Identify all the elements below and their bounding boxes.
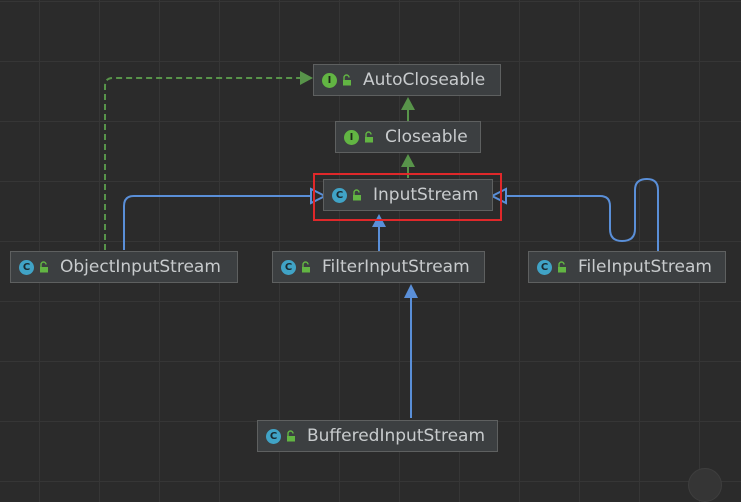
- public-lock-icon: [558, 261, 566, 273]
- node-label: FilterInputStream: [322, 257, 470, 277]
- arrowhead-autocloseable-dashed: [300, 71, 313, 85]
- public-lock-icon: [343, 74, 351, 86]
- arrowhead-inputstream-bottom: [372, 214, 386, 227]
- public-lock-icon: [302, 261, 310, 273]
- node-fileinputstream[interactable]: C FileInputStream: [528, 251, 726, 283]
- arrowhead-closeable: [401, 154, 415, 167]
- node-label: InputStream: [373, 185, 479, 205]
- class-icon: C: [281, 259, 296, 275]
- node-autocloseable[interactable]: I AutoCloseable: [313, 64, 501, 96]
- node-inputstream[interactable]: C InputStream: [323, 179, 493, 211]
- class-icon: C: [19, 259, 34, 275]
- public-lock-icon: [287, 430, 295, 442]
- arrowhead-inputstream-right: [489, 187, 507, 205]
- interface-icon: I: [344, 129, 359, 145]
- class-icon: C: [537, 259, 552, 275]
- node-filterinputstream[interactable]: C FilterInputStream: [272, 251, 485, 283]
- node-objectinputstream[interactable]: C ObjectInputStream: [10, 251, 238, 283]
- edge-objectinputstream-to-inputstream: [123, 195, 311, 250]
- node-closeable[interactable]: I Closeable: [335, 121, 481, 153]
- arrowhead-autocloseable: [401, 97, 415, 110]
- node-label: Closeable: [385, 127, 468, 147]
- node-label: ObjectInputStream: [60, 257, 221, 277]
- interface-icon: I: [322, 72, 337, 88]
- node-bufferedinputstream[interactable]: C BufferedInputStream: [257, 420, 498, 452]
- arrowhead-inputstream-left: [310, 187, 328, 205]
- watermark-logo: [688, 468, 722, 502]
- public-lock-icon: [353, 189, 361, 201]
- class-icon: C: [266, 428, 281, 444]
- class-icon: C: [332, 187, 347, 203]
- arrowhead-filterinputstream: [404, 284, 418, 298]
- public-lock-icon: [40, 261, 48, 273]
- node-label: BufferedInputStream: [307, 426, 486, 446]
- edge-objectinputstream-to-autocloseable: [104, 77, 300, 250]
- node-label: FileInputStream: [578, 257, 712, 277]
- public-lock-icon: [365, 131, 373, 143]
- edge-fileinputstream-to-inputstream: [505, 177, 659, 251]
- node-label: AutoCloseable: [363, 70, 486, 90]
